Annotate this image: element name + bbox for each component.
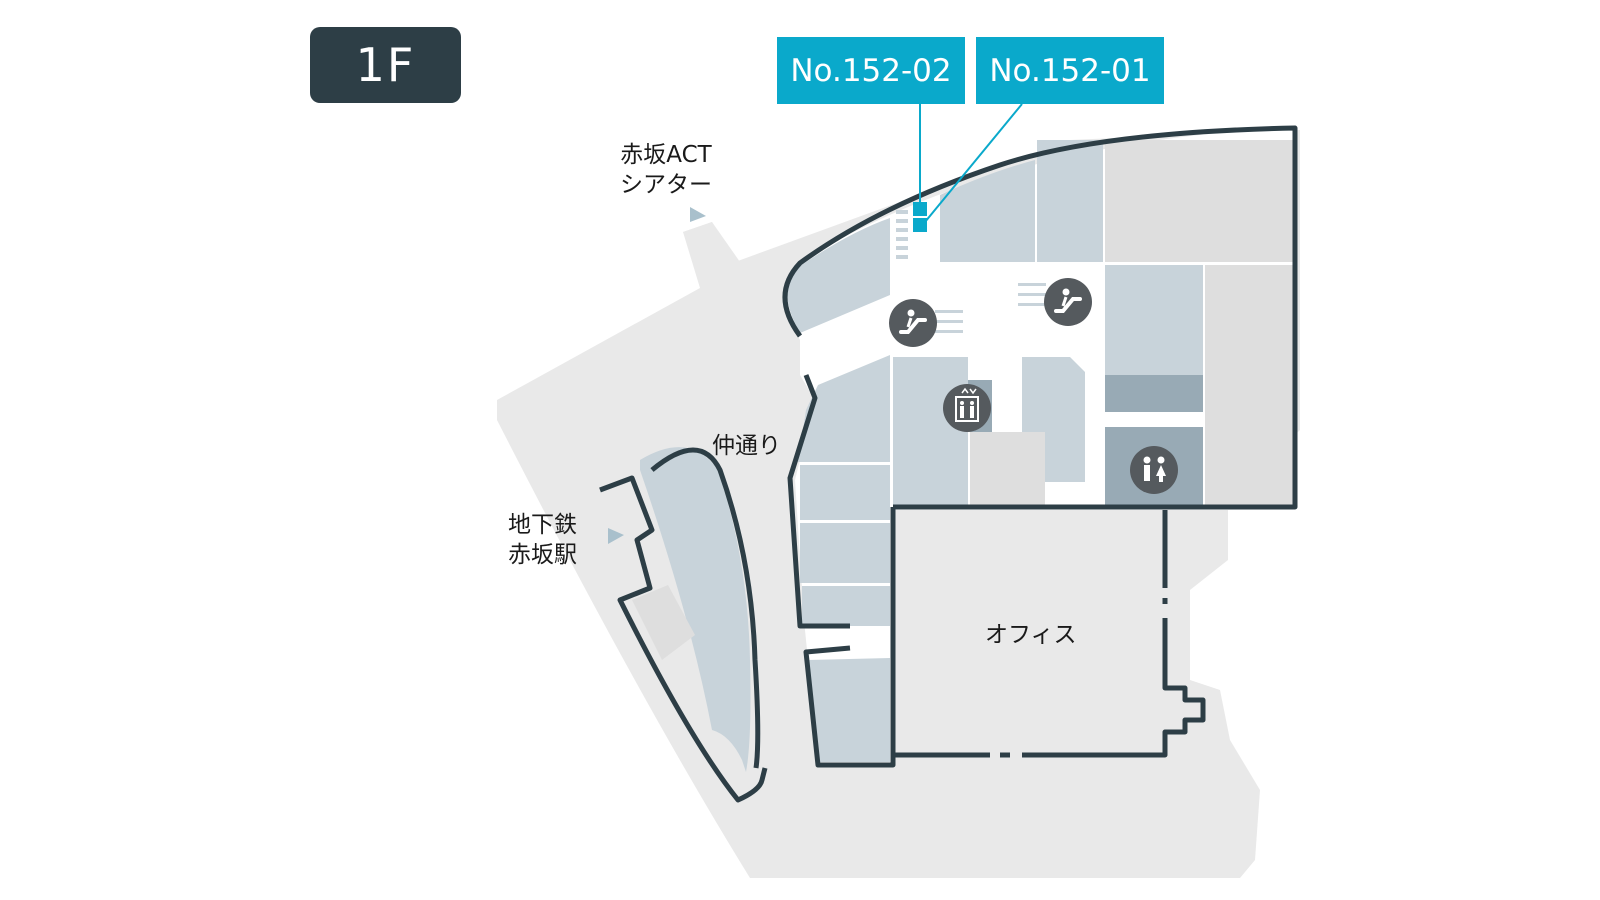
restroom-icon xyxy=(1130,446,1178,494)
store-unit xyxy=(787,218,890,333)
escalator-icon xyxy=(1044,278,1092,326)
store-units xyxy=(640,140,1203,772)
store-unit xyxy=(940,160,1035,262)
elevator-icon xyxy=(943,384,991,432)
subway-direction-icon xyxy=(608,528,624,544)
store-unit-dark xyxy=(1105,375,1203,412)
store-unit xyxy=(800,523,890,583)
floor-badge: 1F xyxy=(310,27,461,103)
service-core xyxy=(1205,265,1295,505)
service-core xyxy=(970,432,1045,507)
escalator-icon xyxy=(889,299,937,347)
street-label: 仲通り xyxy=(712,433,781,459)
subway-exit-core xyxy=(632,585,695,660)
store-unit xyxy=(808,658,890,762)
escalator-steps xyxy=(935,283,1046,333)
service-core xyxy=(1105,140,1295,262)
theater-direction-icon xyxy=(690,207,706,222)
store-unit xyxy=(1037,140,1103,262)
subway-label: 地下鉄 赤坂駅 xyxy=(508,512,577,568)
store-unit xyxy=(798,355,890,462)
store-unit xyxy=(800,465,890,520)
stairs xyxy=(896,210,908,259)
office-label: オフィス xyxy=(985,622,1077,648)
unit-callout-152-02[interactable]: No.152-02 xyxy=(777,37,965,104)
callout-leaders xyxy=(919,103,1023,223)
theater-passage xyxy=(683,222,740,280)
theater-label: 赤坂ACT シアター xyxy=(620,142,712,198)
store-unit xyxy=(893,357,968,507)
unit-marker-152-02[interactable] xyxy=(913,202,927,216)
unit-callout-152-01[interactable]: No.152-01 xyxy=(976,37,1164,104)
store-unit xyxy=(1105,265,1203,375)
store-unit xyxy=(640,447,751,772)
unit-marker-152-01[interactable] xyxy=(913,218,927,232)
store-unit xyxy=(802,586,890,626)
